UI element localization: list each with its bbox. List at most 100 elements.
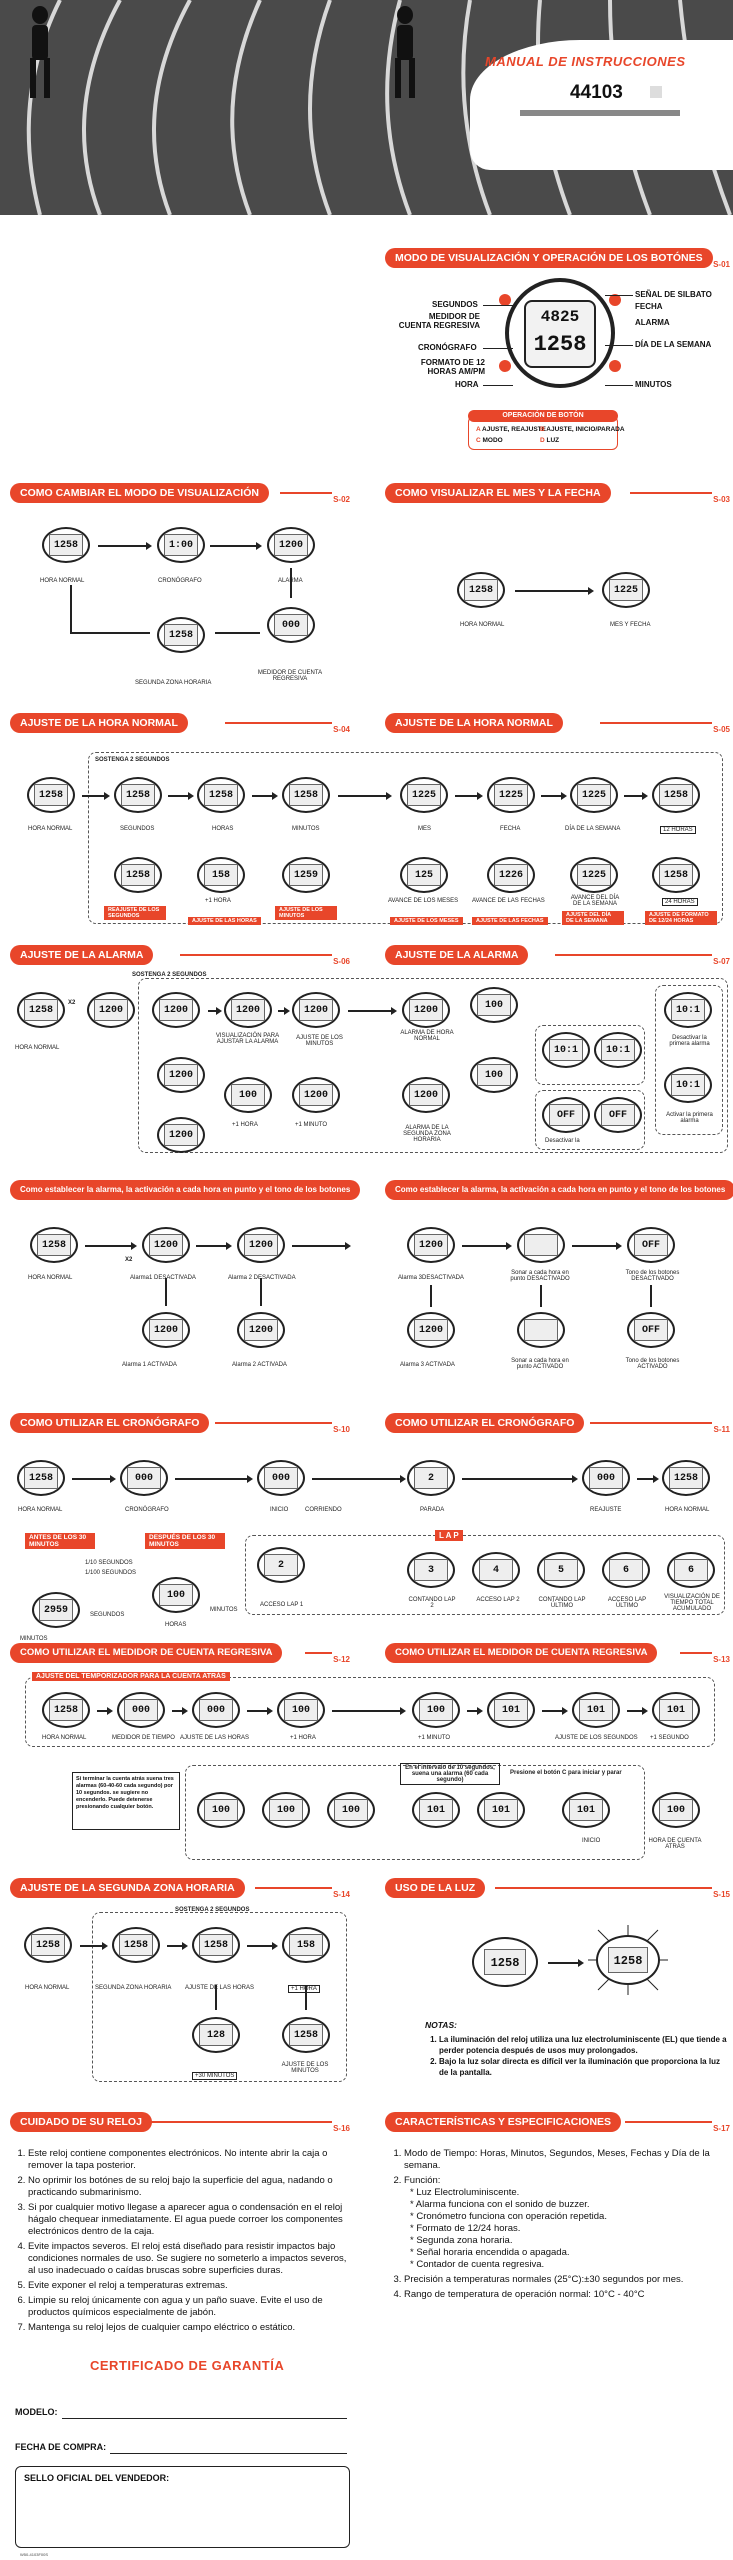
flow-arrow <box>175 1475 253 1483</box>
label-sonar-on: Sonar a cada hora en punto ACTIVADO <box>511 1358 569 1370</box>
watch-lcd: 1200 <box>299 1084 333 1106</box>
section-rule <box>705 257 712 259</box>
watch-step: 2959 <box>30 1590 82 1630</box>
watch-step: 101 <box>570 1690 622 1730</box>
flow-line <box>650 1285 652 1307</box>
watch-step: 1200 <box>140 1225 192 1265</box>
label-cronografo: CRONÓGRAFO <box>418 343 477 352</box>
label-cuenta-regresiva: MEDIDOR DE CUENTA REGRESIVA <box>257 670 323 682</box>
label-cuenta-regresiva: MEDIDOR DE CUENTA REGRESIVA <box>398 312 480 330</box>
section-header-s16: CUIDADO DE SU RELOJ S-16 <box>10 2112 350 2133</box>
watch-lcd: 1200 <box>231 999 265 1021</box>
badge-ajuste-horas: AJUSTE DE LAS HORAS <box>188 917 261 925</box>
button-row-d: D LUZ <box>540 437 559 444</box>
section-rule <box>680 1652 712 1654</box>
watch-step: 101 <box>650 1690 702 1730</box>
label-segunda-zona: SEGUNDA ZONA HORARIA <box>95 1985 172 1991</box>
flow-arrow <box>348 1007 397 1015</box>
watch-step: 1258 <box>112 775 164 815</box>
function-item: * Contador de cuenta regresiva. <box>410 2259 545 2270</box>
label-hora-normal: HORA NORMAL <box>25 1985 70 1991</box>
watch-lcd: 1258 <box>204 784 238 806</box>
page-number: S-12 <box>333 1655 350 1664</box>
label-hora-normal: HORA NORMAL <box>28 1275 73 1281</box>
section-header-s09: Como establecer la alarma, la activación… <box>385 1180 733 1201</box>
page-number: S-07 <box>713 957 730 966</box>
section-header-s13: COMO UTILIZAR EL MEDIDOR DE CUENTA REGRE… <box>385 1643 730 1664</box>
page-number: S-05 <box>713 725 730 734</box>
overview-lcd-top: 4825 <box>540 308 580 326</box>
flow-arrow <box>85 1242 137 1250</box>
watch-lcd: 1200 <box>414 1234 448 1256</box>
function-item: * Segunda zona horaria. <box>410 2235 513 2246</box>
purchase-date-line[interactable] <box>110 2453 347 2454</box>
watch-lcd: 125 <box>407 864 441 886</box>
hold-note: SOSTENGA 2 SEGUNDOS <box>175 1907 250 1913</box>
watch-lcd: 1258 <box>289 2024 323 2046</box>
watch-lcd: 1200 <box>244 1234 278 1256</box>
x2-note: X2 <box>68 1000 76 1006</box>
watch-lcd: 2 <box>264 1554 298 1576</box>
watch-lcd: 2959 <box>39 1599 73 1621</box>
watch-step: 10:1 <box>662 990 714 1030</box>
section-title: Como establecer la alarma, la activación… <box>385 1180 733 1200</box>
button-operation-title: OPERACIÓN DE BOTÓN <box>468 410 618 422</box>
watch-lcd: 1258 <box>49 534 83 556</box>
label-contando-lap2: CONTANDO LAP 2 <box>408 1597 456 1609</box>
watch-step: 158 <box>195 855 247 895</box>
watch-lcd: 1258 <box>659 784 693 806</box>
watch-step: OFF <box>625 1225 677 1265</box>
flow-arrow <box>247 1707 273 1715</box>
flow-arrow <box>252 792 278 800</box>
watch-step: 6 <box>600 1550 652 1590</box>
seller-seal-box[interactable]: SELLO OFICIAL DEL VENDEDOR: <box>15 2466 350 2548</box>
watch-lcd: 1225 <box>577 864 611 886</box>
watch-step: 1200 <box>155 1115 207 1155</box>
watch-lcd: 000 <box>127 1467 161 1489</box>
model-line[interactable] <box>62 2418 347 2419</box>
watch-lcd: 1225 <box>407 784 441 806</box>
label-mas-30-minutos: +30 MINUTOS <box>192 2072 238 2080</box>
watch-step: OFF <box>540 1095 592 1135</box>
watch-step: 1258 <box>15 1458 67 1498</box>
label-medidor-tiempo: MEDIDOR DE TIEMPO <box>112 1735 175 1741</box>
page-number: S-14 <box>333 1890 350 1899</box>
button-row-a: A AJUSTE, REAJUSTE <box>476 426 546 433</box>
overview-lcd-time: 1258 <box>533 332 587 357</box>
section-title: AJUSTE DE LA ALARMA <box>385 945 529 965</box>
function-item: * Señal horaria encendida o apagada. <box>410 2247 570 2258</box>
button-desc: AJUSTE, INICIO/PARADA <box>546 426 625 433</box>
flow-line <box>430 1285 432 1307</box>
watch-lcd: 000 <box>274 614 308 636</box>
button-key: D <box>540 437 545 444</box>
section-header-s01: MODO DE VISUALIZACIÓN Y OPERACIÓN DE LOS… <box>385 248 730 269</box>
flow-arrow <box>278 1007 290 1015</box>
watch-lcd: 100 <box>477 994 511 1016</box>
watch-step: 5 <box>535 1550 587 1590</box>
label-centesimas: 1/100 SEGUNDOS <box>85 1570 137 1576</box>
watch-lcd: 100 <box>269 1799 303 1821</box>
button-a-icon <box>499 294 511 306</box>
label-ajuste-horas: AJUSTE DE LAS HORAS <box>185 1985 255 1991</box>
label-fecha: FECHA <box>500 826 521 832</box>
watch-lcd: 1226 <box>494 864 528 886</box>
spec-item: Función: * Luz Electroluminiscente. * Al… <box>404 2175 725 2271</box>
flow-arrow <box>208 1007 222 1015</box>
flow-line <box>305 1985 307 2010</box>
watch-lcd: 1258 <box>608 1947 648 1973</box>
function-item: * Luz Electroluminiscente. <box>410 2187 520 2198</box>
watch-lcd: 158 <box>289 1934 323 1956</box>
page-number: S-04 <box>333 725 350 734</box>
section-header-s04: AJUSTE DE LA HORA NORMAL S-04 <box>10 713 350 734</box>
watch-step: 000 <box>115 1690 167 1730</box>
watch-lcd: 101 <box>659 1699 693 1721</box>
watch-lcd: 1200 <box>149 1319 183 1341</box>
section-header-s02: COMO CAMBIAR EL MODO DE VISUALIZACIÓN S-… <box>10 483 350 504</box>
watch-lcd: 1200 <box>164 1064 198 1086</box>
second-zone-flow-box <box>92 1912 347 2082</box>
purchase-date-label: FECHA DE COMPRA: <box>15 2442 107 2452</box>
alarm-toggle-column <box>655 985 723 1135</box>
watch-lcd: 1258 <box>659 864 693 886</box>
care-item: Si por cualquier motivo llegase a aparec… <box>28 2202 354 2238</box>
page-number: S-15 <box>713 1890 730 1899</box>
